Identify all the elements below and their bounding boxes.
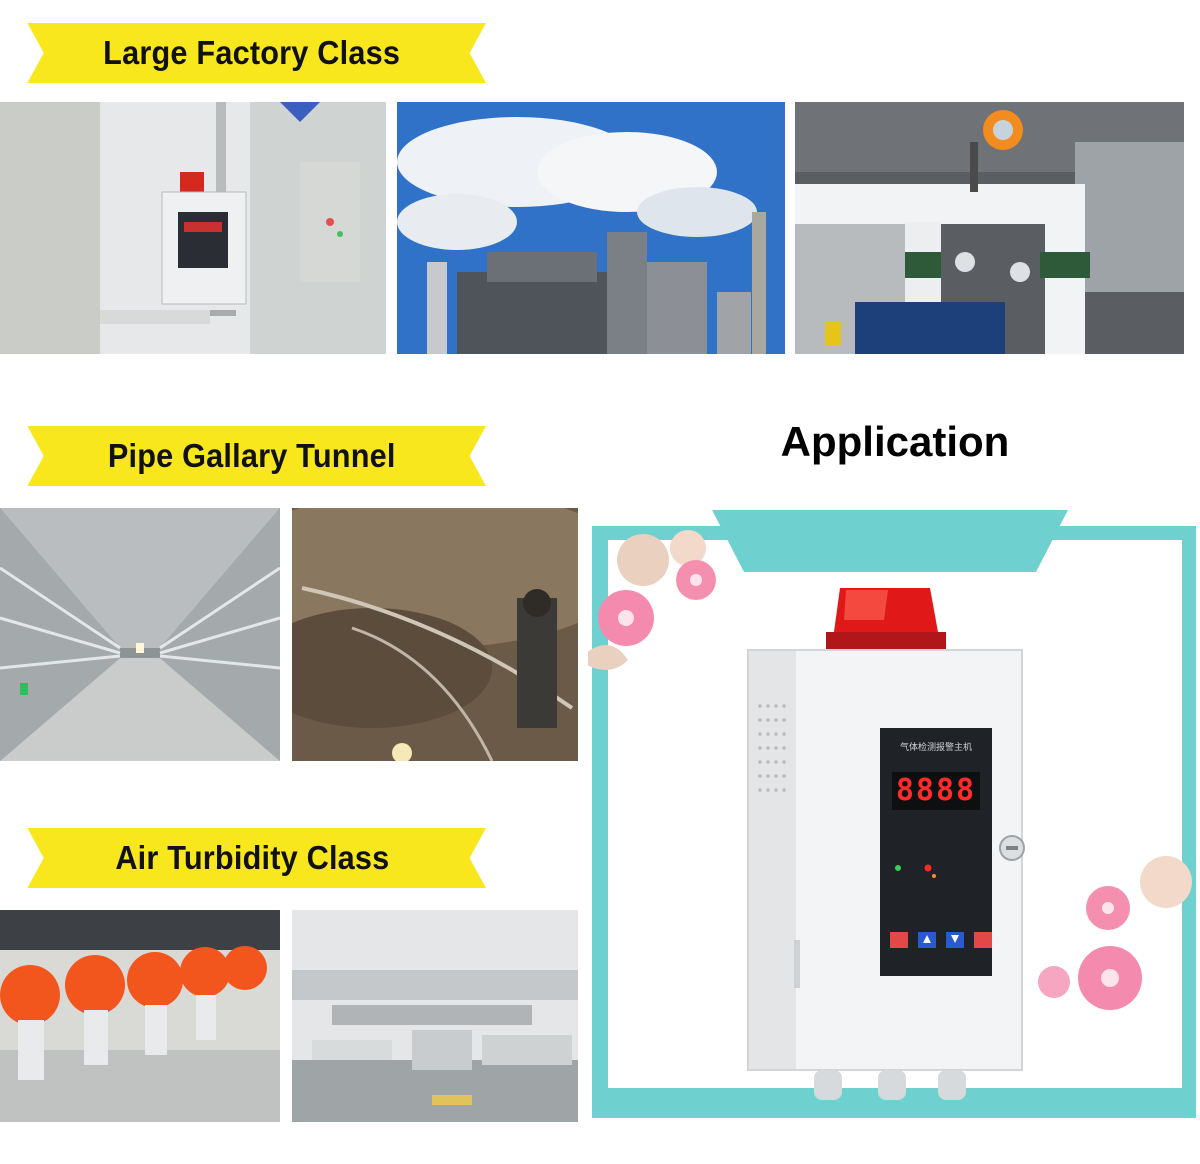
section-banner-pipe-gallery: Pipe Gallary Tunnel: [27, 426, 486, 486]
gas-alarm-controller: [747, 588, 1025, 1100]
photo-orange-gas-detectors: [0, 910, 280, 1122]
photo-factory-chimneys: [397, 102, 785, 354]
section-banner-air-turbidity: Air Turbidity Class: [27, 828, 486, 888]
application-device-frame: 气体检测报警主机 8888: [578, 510, 1200, 1122]
photo-wall-mounted-controller: [0, 102, 386, 354]
section-title: Pipe Gallary Tunnel: [108, 437, 396, 474]
photo-tunnel-worker: [292, 508, 578, 761]
device-panel-label: 气体检测报警主机: [899, 743, 972, 753]
section-title: Air Turbidity Class: [114, 839, 390, 876]
device-led-display: 8888: [895, 773, 977, 808]
application-title: Application: [780, 418, 1010, 465]
section-banner-large-factory: Large Factory Class: [27, 23, 486, 83]
section-title: Large Factory Class: [103, 34, 401, 71]
photo-pipe-gallery: [0, 508, 280, 761]
photo-commercial-kitchen: [292, 910, 578, 1122]
flower-decoration-top-left: [578, 530, 716, 670]
photo-pipe-gas-detector: [795, 102, 1184, 354]
flower-decoration-right: [1038, 856, 1192, 1010]
